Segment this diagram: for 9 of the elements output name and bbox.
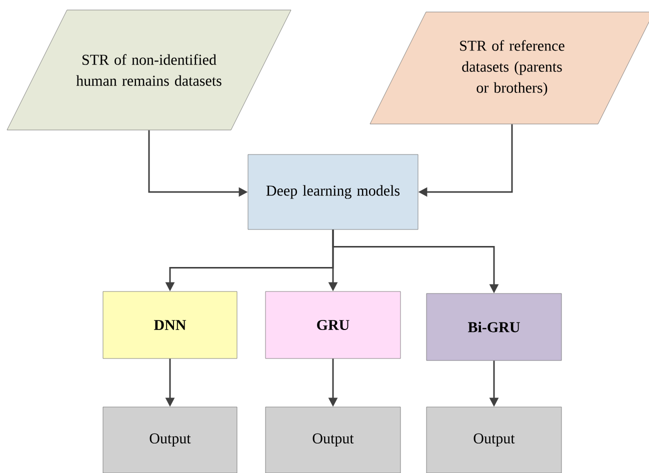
input-parallelogram: STR of reference datasets (parents or brothers) xyxy=(370,12,649,124)
input-parallelogram: STR of non-identified human remains datasets xyxy=(6,10,292,130)
process-box: Deep learning models xyxy=(248,154,418,230)
model-box: Bi-GRU xyxy=(426,293,562,361)
output-box: Output xyxy=(265,406,401,473)
model-box: DNN xyxy=(102,291,238,359)
output-box: Output xyxy=(426,406,562,473)
output-box: Output xyxy=(102,406,238,473)
model-box: GRU xyxy=(265,291,401,359)
